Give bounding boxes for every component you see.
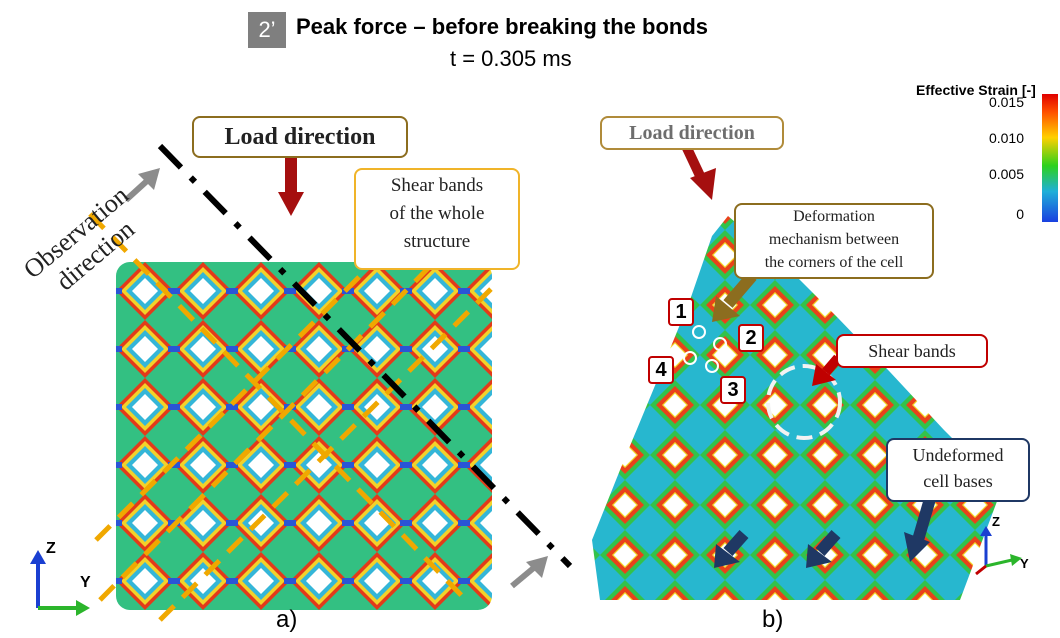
load-arrow-b: [681, 143, 716, 200]
deformation-line3: the corners of the cell: [764, 254, 904, 271]
legend-tick-0: 0: [1016, 206, 1024, 222]
load-arrow-a: [278, 152, 304, 216]
step-badge: 2’: [248, 12, 286, 48]
undeformed-line2: cell bases: [923, 471, 993, 491]
panel-a-label: a): [276, 606, 298, 633]
load-direction-label-a: Load direction: [192, 116, 408, 158]
legend-tick-0010: 0.010: [988, 130, 1024, 146]
undeformed-callout: Undeformed cell bases: [886, 438, 1030, 502]
shear-bands-callout: Shear bands: [836, 334, 988, 368]
undeformed-arrows: [714, 490, 938, 568]
deformation-arrow: [712, 272, 757, 322]
legend-title: Effective Strain [-]: [916, 82, 1036, 98]
point-label-3: 3: [720, 376, 746, 404]
figure-time: t = 0.305 ms: [450, 46, 572, 71]
axis-triad-b: [975, 526, 1022, 576]
legend-colorbar: [1042, 94, 1058, 222]
observation-arrow-top: [123, 168, 160, 203]
axis-triad-a: [30, 550, 90, 616]
lattice-structure-a: [116, 262, 492, 610]
deformation-callout: Deformation mechanism between the corner…: [734, 203, 934, 279]
axis-z-label-a: Z: [46, 540, 56, 557]
observation-arrow-bottom: [510, 556, 548, 589]
load-direction-label-b: Load direction: [600, 116, 784, 150]
shear-bands-whole-line1: Shear bands: [390, 175, 484, 196]
shear-bands-whole-line3: structure: [403, 231, 471, 252]
deformation-points: [683, 325, 727, 373]
deformation-line2: mechanism between: [768, 231, 900, 248]
axis-z-label-b: Z: [992, 514, 1000, 529]
axis-y-label-a: Y: [80, 574, 91, 591]
shear-band-circle: [766, 364, 842, 440]
legend-tick-0005: 0.005: [988, 166, 1024, 182]
axis-y-label-b: Y: [1020, 556, 1029, 571]
panel-b-label: b): [762, 606, 784, 633]
deformation-line1: Deformation: [793, 208, 875, 225]
lattice-structure-b: [592, 216, 1002, 600]
shear-bands-whole-line2: of the whole: [389, 203, 485, 224]
point-label-2: 2: [738, 324, 764, 352]
shear-bands-whole-callout: Shear bands of the whole structure: [354, 168, 520, 270]
undeformed-line1: Undeformed: [912, 445, 1004, 465]
point-label-1: 1: [668, 298, 694, 326]
figure-title: Peak force – before breaking the bonds: [296, 14, 709, 39]
point-label-4: 4: [648, 356, 674, 384]
legend-tick-0015: 0.015: [988, 94, 1024, 110]
